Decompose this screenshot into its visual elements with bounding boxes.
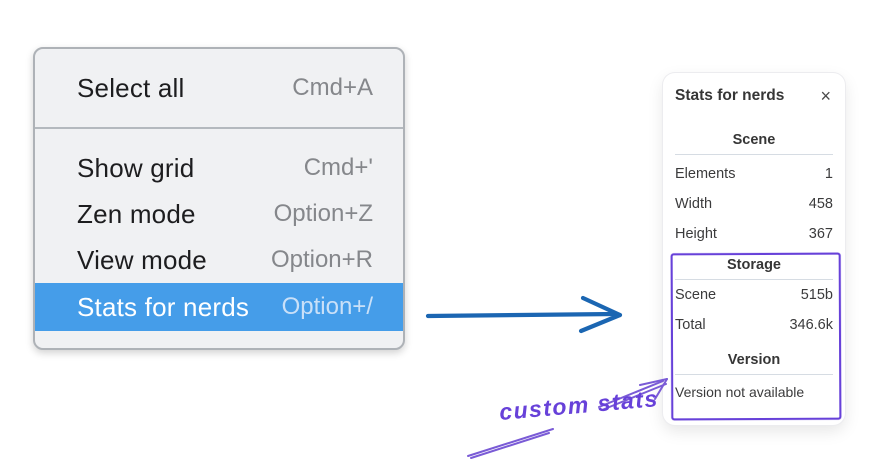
stat-value: 346.6k	[789, 317, 833, 333]
menu-divider	[35, 127, 403, 129]
stats-panel-header: Stats for nerds ×	[675, 86, 833, 106]
menu-item-label: Zen mode	[77, 198, 196, 229]
menu-item-shortcut: Cmd+A	[292, 74, 373, 101]
stat-value: 515b	[800, 287, 833, 303]
stat-row-height: Height 367	[675, 219, 833, 249]
menu-item-shortcut: Cmd+'	[303, 154, 373, 181]
section-divider	[675, 154, 833, 155]
menu-item-shortcut: Option+R	[270, 246, 373, 273]
stat-label: Elements	[675, 166, 736, 182]
scene-section-header: Scene	[732, 132, 776, 148]
version-note: Version not available	[675, 384, 805, 400]
menu-item-select-all[interactable]: Select all Cmd+A	[35, 49, 403, 127]
section-divider	[675, 374, 833, 375]
stat-label: Height	[675, 226, 717, 242]
menu-item-label: Select all	[77, 72, 185, 103]
menu-item-label: Show grid	[77, 152, 195, 183]
scene-section-rows: Elements 1 Width 458 Height 367	[675, 159, 833, 249]
context-menu-section-bottom: Show grid Cmd+' Zen mode Option+Z View m…	[35, 129, 403, 331]
menu-item-shortcut: Option+Z	[273, 200, 373, 227]
menu-item-view-mode[interactable]: View mode Option+R	[35, 237, 403, 283]
menu-item-shortcut: Option+/	[281, 293, 373, 320]
annotation-label: custom stats	[498, 385, 660, 425]
stat-row-elements: Elements 1	[675, 159, 833, 189]
menu-item-show-grid[interactable]: Show grid Cmd+'	[35, 145, 403, 191]
stat-row-scene-storage: Scene 515b	[675, 280, 833, 310]
menu-item-label: View mode	[77, 244, 207, 275]
stat-value: 458	[808, 196, 833, 212]
stat-label: Scene	[675, 287, 717, 303]
context-menu-section-top: Select all Cmd+A	[35, 49, 403, 127]
context-menu: Select all Cmd+A Show grid Cmd+' Zen mod…	[33, 47, 405, 350]
stat-row-total-storage: Total 346.6k	[675, 310, 833, 340]
close-icon[interactable]: ×	[820, 86, 831, 106]
flow-arrow	[425, 295, 623, 334]
stat-label: Total	[675, 317, 706, 333]
storage-section-header: Storage	[727, 257, 781, 273]
menu-item-zen-mode[interactable]: Zen mode Option+Z	[35, 191, 403, 237]
stat-row-width: Width 458	[675, 189, 833, 219]
menu-item-label: Stats for nerds	[77, 291, 250, 322]
stat-value: 1	[824, 166, 833, 182]
section-divider	[675, 279, 833, 280]
menu-item-stats-for-nerds[interactable]: Stats for nerds Option+/	[35, 283, 403, 331]
version-section-header: Version	[727, 352, 781, 368]
stat-value: 367	[808, 226, 833, 242]
stat-label: Width	[675, 196, 713, 212]
stats-panel-title: Stats for nerds	[675, 87, 785, 104]
stats-panel: Stats for nerds × Scene Elements 1 Width…	[663, 73, 845, 425]
storage-section-rows: Scene 515b Total 346.6k	[675, 280, 833, 340]
